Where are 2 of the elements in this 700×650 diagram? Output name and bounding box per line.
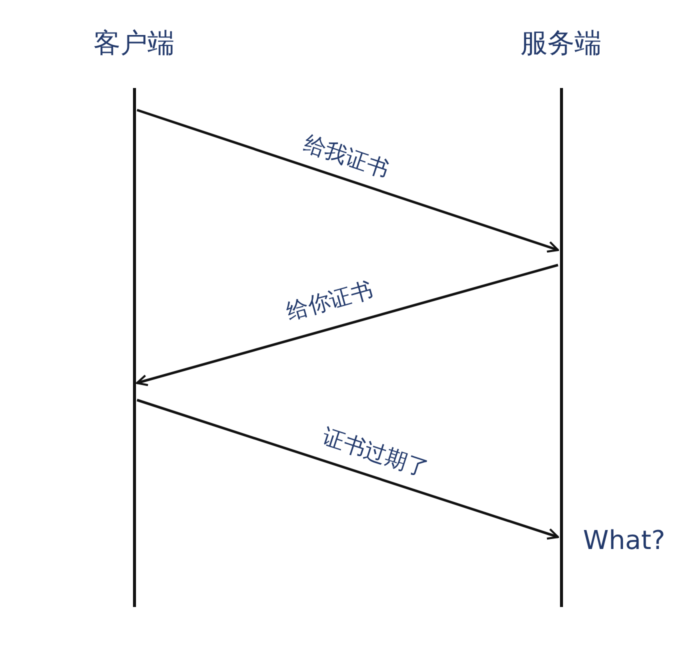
column-heading: 客户端	[92, 27, 176, 61]
column-heading: 服务端	[520, 27, 602, 61]
